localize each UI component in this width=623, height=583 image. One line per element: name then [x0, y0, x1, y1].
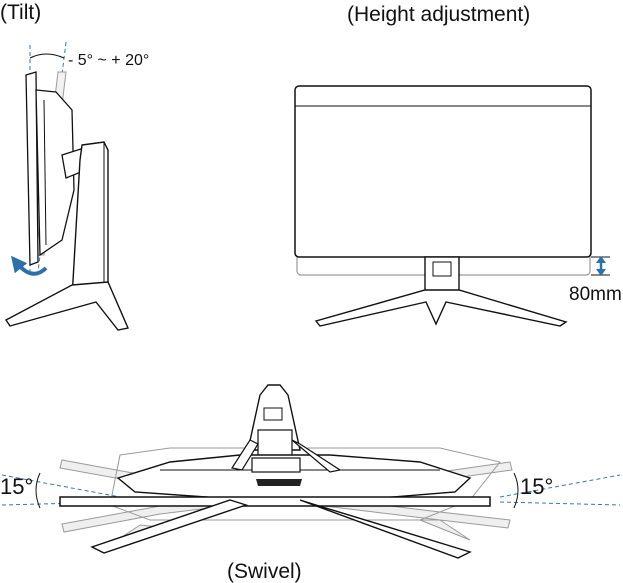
swivel-neck-hinge-2: [263, 407, 283, 421]
tilt-range-label: - 5° ~ + 20°: [68, 52, 150, 69]
height-diagram: [294, 85, 610, 327]
swivel-neck-hinge: [257, 429, 293, 457]
tilt-panel-rib: [43, 99, 47, 246]
swivel-center-mount: [251, 457, 301, 473]
swivel-diagram: [1, 384, 621, 559]
tilt-panel: [25, 71, 39, 266]
swivel-right-angle-label: 15°: [520, 474, 554, 499]
height-neck-logo: [432, 261, 452, 277]
swivel-dash-right-1: [499, 501, 621, 506]
height-panel: [294, 85, 592, 258]
height-arrow-head-up: [596, 256, 606, 263]
tilt-title: (Tilt): [0, 1, 42, 24]
swivel-rog-logo: [256, 479, 302, 486]
swivel-dash-left-2: [1, 474, 121, 498]
swivel-arc-left: [35, 472, 41, 509]
swivel-leg-back-right: [291, 439, 342, 473]
swivel-dash-right-2: [499, 474, 621, 498]
swivel-left-angle-label: 15°: [0, 474, 34, 499]
height-arrow-head-down: [596, 269, 606, 276]
swivel-arc-right: [513, 472, 519, 509]
swivel-ghost-leg-b: [419, 519, 471, 541]
height-value-label: 80mm: [569, 284, 622, 305]
swivel-leg-back-left: [231, 439, 259, 471]
tilt-stand-base: [4, 281, 129, 331]
swivel-leg-right: [299, 499, 472, 559]
tilt-diagram: [4, 41, 129, 331]
swivel-monitor-back: [116, 454, 472, 499]
swivel-panel: [59, 496, 491, 507]
height-base: [314, 289, 568, 327]
swivel-title: (Swivel): [227, 560, 302, 583]
height-title: (Height adjustment): [347, 3, 531, 26]
swivel-leg-left: [90, 499, 249, 554]
tilt-rotation-arrow: [11, 255, 48, 276]
tilt-angle-arc: [29, 53, 65, 59]
